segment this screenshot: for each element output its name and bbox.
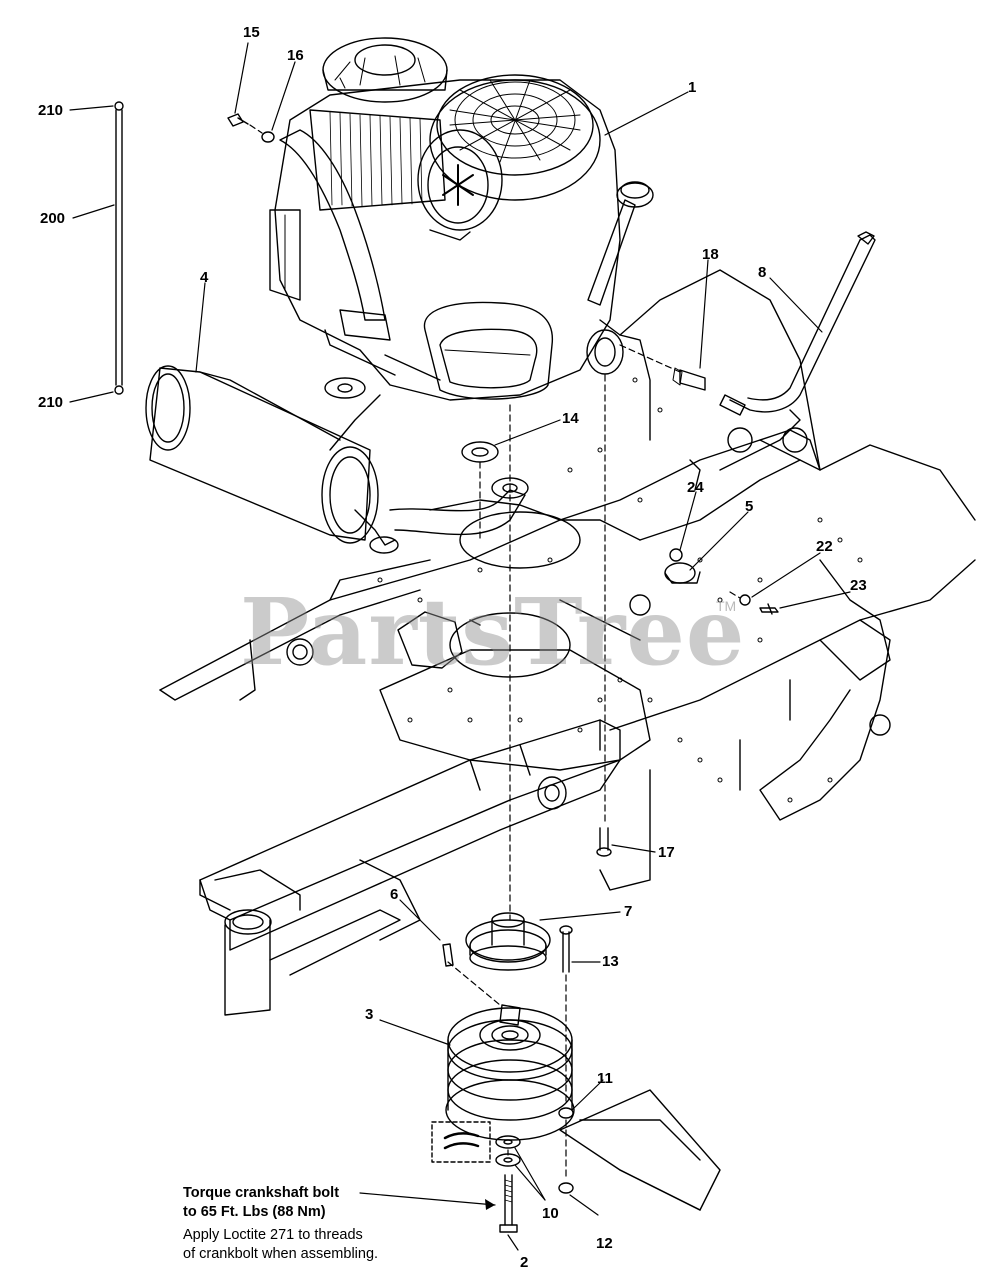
nut-11: [558, 1107, 574, 1119]
loctite-note-line1: Apply Loctite 271 to threads: [183, 1227, 363, 1243]
hose-clamp: [664, 548, 701, 584]
callout-17: 17: [658, 844, 675, 861]
callout-22: 22: [816, 538, 833, 555]
loctite-note-line2: of crankbolt when assembling.: [183, 1246, 379, 1262]
rod-200: [114, 101, 124, 395]
callout-4: 4: [200, 269, 209, 286]
callout-3: 3: [365, 1006, 374, 1023]
spring-box: [431, 1121, 491, 1163]
callout-7: 7: [624, 903, 633, 920]
washer-10b: [495, 1153, 521, 1167]
callout-23: 23: [850, 577, 867, 594]
engine: [269, 37, 654, 401]
callout-12: 12: [596, 1235, 613, 1252]
callout-210-bottom: 210: [38, 394, 64, 411]
callout-11: 11: [597, 1070, 613, 1087]
bolt-17: [596, 827, 612, 857]
torque-note-line1: Torque crankshaft bolt: [183, 1185, 340, 1201]
callout-200: 200: [40, 210, 66, 227]
nut-12: [558, 1182, 574, 1194]
callout-10: 10: [542, 1205, 559, 1222]
bolt-15: [227, 113, 249, 127]
key-6: [442, 943, 454, 967]
callout-18: 18: [702, 246, 719, 263]
bolt-13: [559, 925, 573, 973]
watermark-tm: TM: [716, 598, 737, 614]
washer-bolt: [739, 594, 779, 615]
callout-5: 5: [745, 498, 754, 515]
callout-6: 6: [390, 886, 399, 903]
assembly-lines: [249, 124, 741, 1181]
gasket-ring: [461, 441, 499, 463]
pulley: [465, 912, 551, 971]
callout-24: 24: [687, 479, 704, 496]
leader-lines: [69, 42, 851, 1251]
watermark: PartsTree: [240, 578, 746, 686]
frame-chassis: [159, 269, 976, 1211]
nut-16: [261, 131, 275, 143]
muffler: [145, 365, 529, 554]
callout-1: 1: [688, 79, 697, 96]
torque-note-line2: to 65 Ft. Lbs (88 Nm): [183, 1204, 326, 1220]
clutch: [445, 1004, 575, 1141]
callout-13: 13: [602, 953, 619, 970]
fuel-line: [672, 231, 876, 416]
callout-210-top: 210: [38, 102, 64, 119]
callout-2: 2: [520, 1254, 529, 1271]
callout-14: 14: [562, 410, 579, 427]
crankshaft-bolt: [499, 1174, 518, 1233]
callout-15: 15: [243, 24, 260, 41]
washer-10a: [495, 1135, 521, 1149]
gasket-plate: [397, 611, 463, 669]
callout-8: 8: [758, 264, 767, 281]
callout-16: 16: [287, 47, 304, 64]
